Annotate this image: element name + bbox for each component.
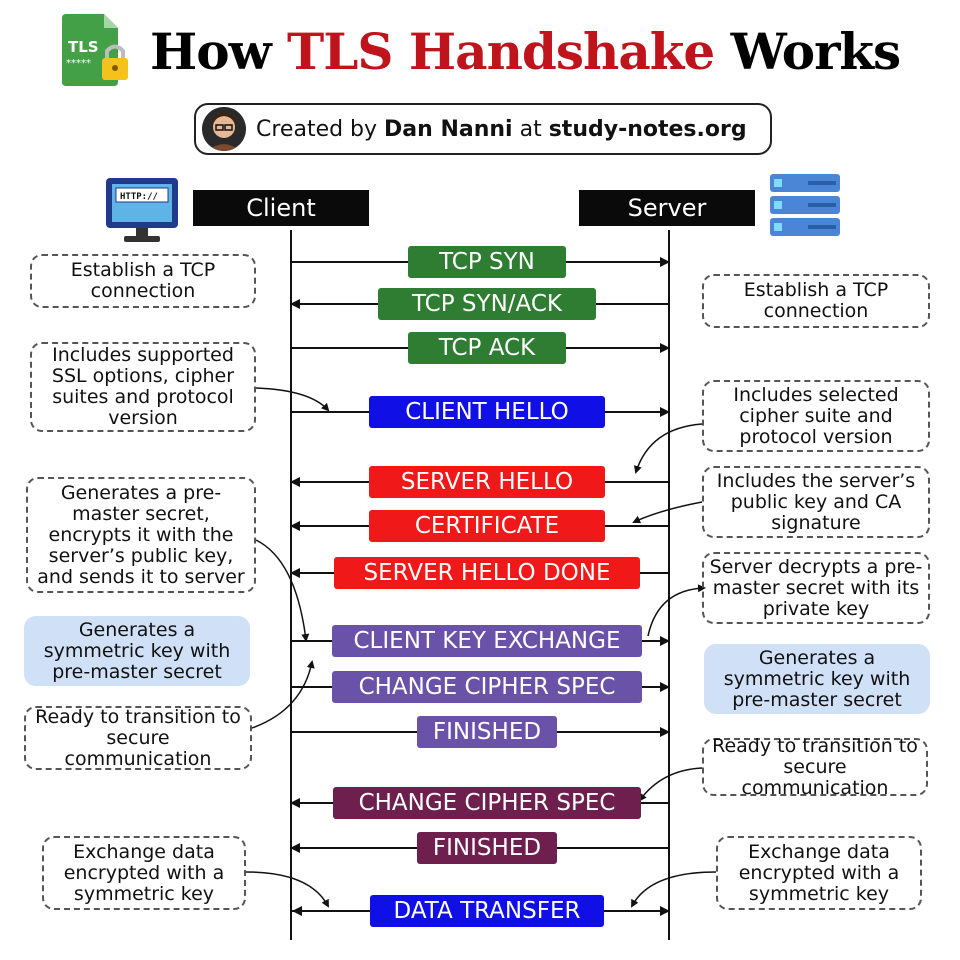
message-label: DATA TRANSFER bbox=[370, 895, 604, 927]
credit-middle: at bbox=[512, 116, 549, 142]
message-label: CLIENT HELLO bbox=[369, 396, 605, 428]
client-note-tcp: Establish a TCP connection bbox=[30, 254, 256, 308]
page-title: How TLS Handshake Works bbox=[150, 22, 902, 82]
message-label: TCP SYN bbox=[408, 246, 566, 278]
title-highlight: TLS Handshake bbox=[287, 22, 715, 81]
client-note-hello: Includes supported SSL options, cipher s… bbox=[30, 342, 256, 432]
client-note-data: Exchange data encrypted with a symmetric… bbox=[42, 836, 246, 910]
message-label: CHANGE CIPHER SPEC bbox=[333, 787, 641, 819]
server-note-symmetric: Generates a symmetric key with pre-maste… bbox=[704, 644, 930, 714]
connector-server-ready bbox=[638, 767, 703, 802]
connector-certificate bbox=[632, 501, 703, 524]
client-note-ready: Ready to transition to secure communicat… bbox=[24, 706, 252, 770]
server-rack-icon bbox=[770, 174, 840, 236]
message-label: CHANGE CIPHER SPEC bbox=[332, 671, 642, 703]
connector-client-ready bbox=[251, 660, 315, 729]
connector-client-hello bbox=[255, 387, 330, 412]
credit-banner: Created by Dan Nanni at study-notes.org bbox=[194, 103, 772, 155]
tls-certificate-icon: TLS ***** bbox=[62, 14, 128, 86]
message-label: TCP SYN/ACK bbox=[378, 288, 596, 320]
message-label: FINISHED bbox=[417, 716, 557, 748]
credit-site: study-notes.org bbox=[548, 116, 747, 142]
tls-icon-label: TLS bbox=[68, 38, 99, 56]
server-note-tcp: Establish a TCP connection bbox=[702, 274, 930, 328]
client-icon-label: HTTP:// bbox=[120, 192, 158, 202]
title-suffix: Works bbox=[714, 22, 902, 81]
client-label: Client bbox=[193, 190, 369, 226]
message-label: FINISHED bbox=[417, 832, 557, 864]
server-note-decrypt: Server decrypts a pre-master secret with… bbox=[702, 552, 930, 624]
connector-server-hello bbox=[634, 423, 703, 474]
message-arrowhead bbox=[292, 906, 302, 916]
client-note-premaster: Generates a pre-master secret, encrypts … bbox=[26, 477, 256, 593]
server-note-certificate: Includes the server’s public key and CA … bbox=[702, 466, 930, 538]
client-note-symmetric: Generates a symmetric key with pre-maste… bbox=[24, 616, 250, 686]
server-label: Server bbox=[579, 190, 755, 226]
message-label: SERVER HELLO bbox=[369, 466, 605, 498]
server-note-ready: Ready to transition to secure communicat… bbox=[702, 735, 928, 798]
message-label: TCP ACK bbox=[408, 332, 566, 364]
author-avatar bbox=[202, 107, 246, 151]
message-label: CERTIFICATE bbox=[369, 510, 605, 542]
credit-prefix: Created by bbox=[256, 116, 385, 142]
message-label: SERVER HELLO DONE bbox=[334, 557, 640, 589]
message-label: CLIENT KEY EXCHANGE bbox=[332, 625, 642, 657]
credit-author: Dan Nanni bbox=[384, 116, 513, 142]
connector-client-data bbox=[245, 871, 329, 908]
connector-server-data bbox=[631, 871, 717, 908]
title-prefix: How bbox=[150, 22, 288, 81]
client-computer-icon: HTTP:// bbox=[106, 178, 178, 242]
server-note-hello: Includes selected cipher suite and proto… bbox=[702, 380, 930, 452]
svg-text:*****: ***** bbox=[66, 58, 91, 69]
server-note-data: Exchange data encrypted with a symmetric… bbox=[716, 836, 922, 910]
connector-server-decrypt bbox=[647, 584, 706, 637]
connector-client-key bbox=[255, 539, 310, 642]
